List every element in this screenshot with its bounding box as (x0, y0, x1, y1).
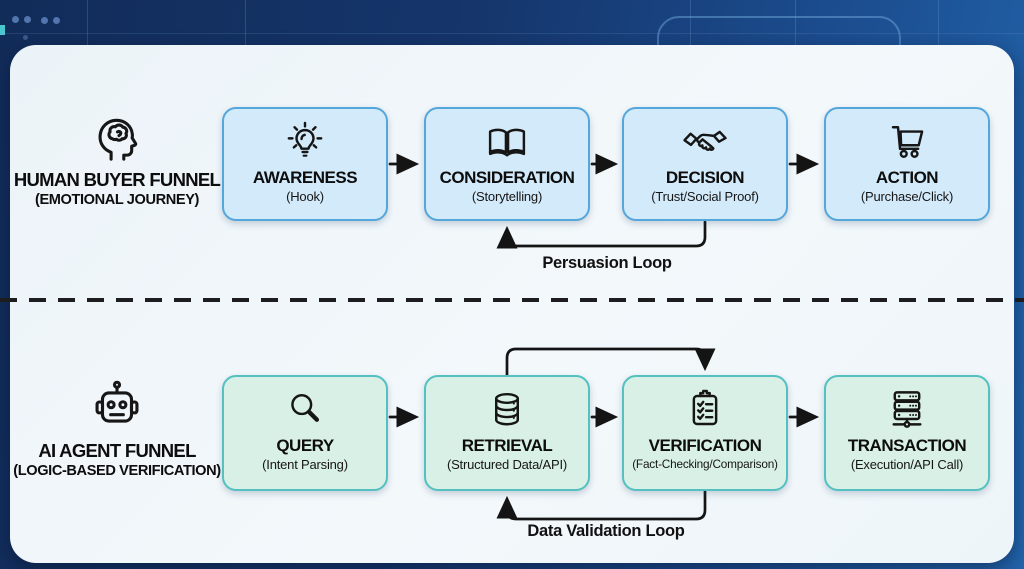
data-validation-loop-label: Data Validation Loop (527, 522, 685, 540)
server-icon (892, 391, 922, 428)
stage-subtitle: (Execution/API Call) (850, 457, 964, 472)
stage-subtitle: (Purchase/Click) (860, 189, 954, 204)
deco-gridline (795, 0, 796, 46)
clipboard-check-icon (692, 389, 718, 426)
stage-decision: DECISION (Trust/Social Proof) (622, 107, 788, 221)
deco-gridline (245, 0, 246, 46)
stage-consideration: CONSIDERATION (Storytelling) (424, 107, 590, 221)
human-funnel-subtitle: (EMOTIONAL JOURNEY) (34, 192, 200, 208)
stage-title: RETRIEVAL (461, 436, 553, 455)
stage-subtitle: (Trust/Social Proof) (651, 189, 759, 204)
deco-gridline (87, 0, 88, 46)
stage-retrieval: RETRIEVAL (Structured Data/API) (424, 375, 590, 491)
magnifier-icon (291, 394, 320, 422)
stage-action: ACTION (Purchase/Click) (824, 107, 990, 221)
deco-dot (53, 17, 60, 24)
deco-teal-chip (0, 25, 5, 35)
deco-gridline (938, 0, 939, 46)
database-icon (494, 392, 520, 426)
stage-subtitle: (Hook) (286, 189, 324, 204)
handshake-icon (683, 130, 727, 151)
deco-dot (24, 16, 31, 23)
funnel-divider-dashed-line (0, 298, 1024, 302)
shopping-cart-icon (891, 126, 924, 158)
human-funnel-label: HUMAN BUYER FUNNEL (EMOTIONAL JOURNEY) (11, 107, 223, 208)
deco-dot (23, 35, 28, 40)
deco-dot (12, 16, 19, 23)
open-book-icon (488, 128, 526, 157)
stage-title: ACTION (875, 168, 939, 187)
persuasion-loop-label: Persuasion Loop (542, 254, 672, 272)
stage-title: VERIFICATION (648, 436, 762, 455)
agent-funnel-title: AI AGENT FUNNEL (38, 440, 196, 461)
lightbulb-icon (287, 121, 323, 157)
stage-subtitle: (Fact-Checking/Comparison) (632, 457, 778, 471)
deco-gridline (690, 0, 691, 46)
stage-subtitle: (Structured Data/API) (446, 457, 568, 472)
deco-dot (41, 17, 48, 24)
diagram-panel: HUMAN BUYER FUNNEL (EMOTIONAL JOURNEY) A… (10, 45, 1014, 563)
stage-title: QUERY (276, 436, 334, 455)
stage-title: CONSIDERATION (439, 168, 575, 187)
stage-subtitle: (Storytelling) (471, 189, 543, 204)
stage-subtitle: (Intent Parsing) (262, 457, 348, 472)
stage-awareness: AWARENESS (Hook) (222, 107, 388, 221)
deco-gridline (0, 33, 1024, 34)
head-brain-icon (98, 118, 138, 161)
robot-icon (95, 380, 139, 423)
stage-title: AWARENESS (252, 168, 358, 187)
stage-query: QUERY (Intent Parsing) (222, 375, 388, 491)
stage-transaction: TRANSACTION (Execution/API Call) (824, 375, 990, 491)
stage-title: DECISION (665, 168, 745, 187)
stage-verification: VERIFICATION (Fact-Checking/Comparison) (622, 375, 788, 491)
agent-funnel-label: AI AGENT FUNNEL (LOGIC-BASED VERIFICATIO… (11, 378, 223, 479)
agent-funnel-subtitle: (LOGIC-BASED VERIFICATION) (13, 463, 221, 479)
human-funnel-title: HUMAN BUYER FUNNEL (13, 169, 221, 190)
stage-title: TRANSACTION (847, 436, 967, 455)
